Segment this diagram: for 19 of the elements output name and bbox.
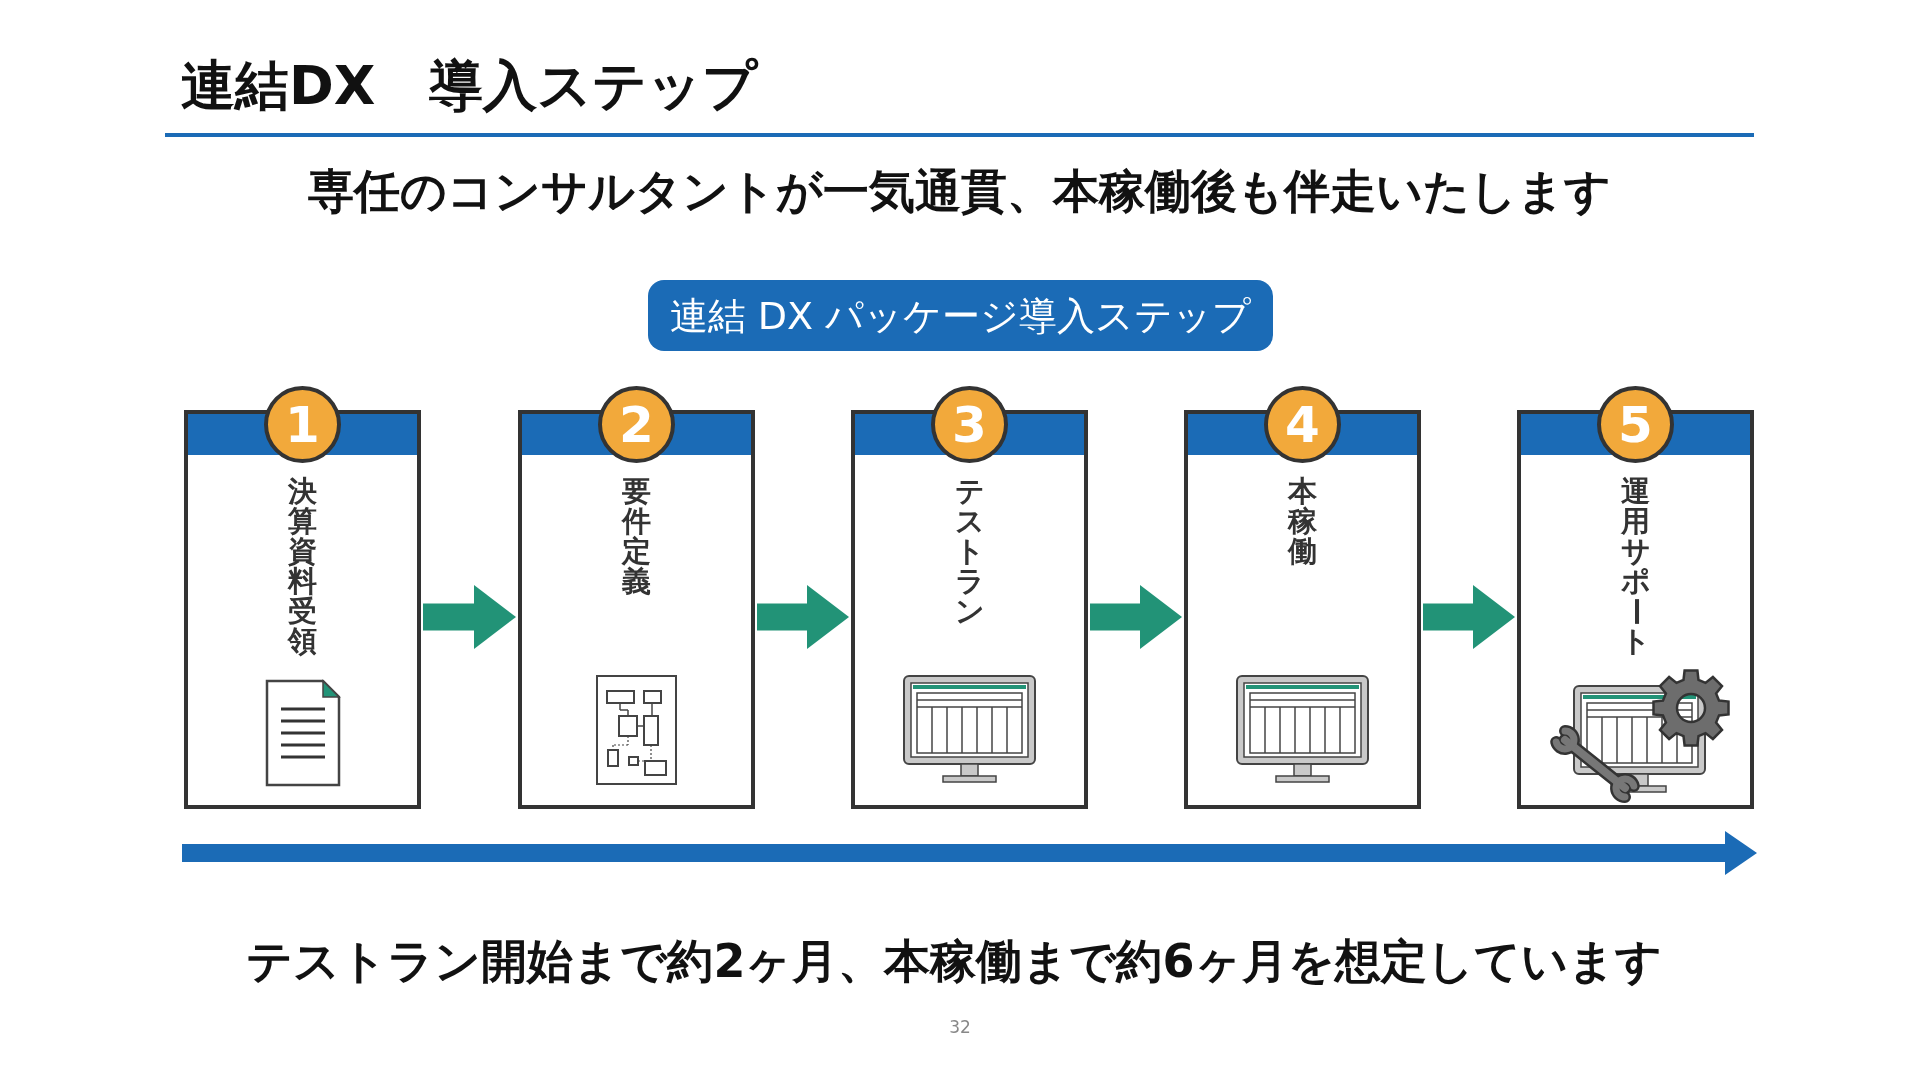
arrow [757, 585, 849, 649]
number-badge: 1 [264, 386, 341, 463]
step-label: 本稼働 [1286, 476, 1318, 566]
page-number: 32 [949, 1016, 971, 1038]
number-badge: 4 [1264, 386, 1341, 463]
number-badge: 2 [598, 386, 675, 463]
number-badge: 5 [1597, 386, 1674, 463]
step-label: テストラン [953, 476, 986, 626]
arrow [1090, 585, 1182, 649]
title: 連結DX 導入ステップ [181, 54, 758, 118]
number-badge: 3 [931, 386, 1008, 463]
step-label: 運用サポート [1617, 476, 1654, 656]
summary-text: テストラン開始まで約2ヶ月、本稼働まで約6ヶ月を想定しています [246, 934, 1662, 990]
arrow [423, 585, 516, 649]
arrow [1423, 585, 1515, 649]
subtitle: 専任のコンサルタントが一気通貫、本稼働後も伴走いたします [307, 164, 1611, 220]
title-banner: 連結 DX パッケージ導入ステップ [648, 280, 1273, 351]
step-label: 決算資料受領 [286, 476, 318, 656]
step-label: 要件定義 [620, 476, 652, 596]
